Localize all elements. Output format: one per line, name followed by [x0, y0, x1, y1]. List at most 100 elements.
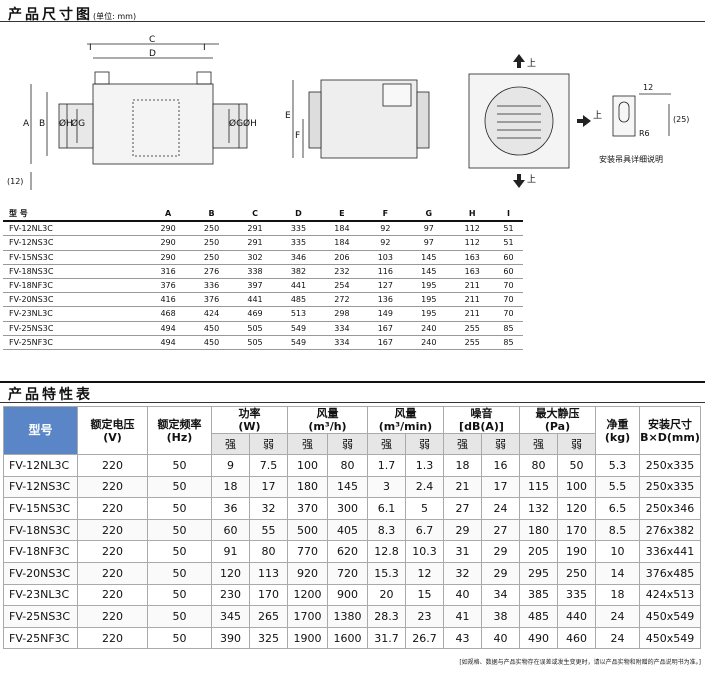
- spec-value-cell: 18: [595, 583, 640, 607]
- dim-value-cell: 272: [320, 292, 364, 308]
- spec-model-cell: FV-12NS3C: [3, 475, 78, 499]
- dim-value-cell: 549: [276, 335, 321, 350]
- dim-value-cell: 290: [146, 235, 190, 251]
- dim-value-cell: 240: [407, 335, 451, 350]
- dim-value-cell: 92: [363, 221, 408, 237]
- dim-value-cell: 211: [450, 306, 494, 322]
- spec-value-cell: 1600: [327, 626, 368, 650]
- spec-value-cell: 50: [147, 540, 212, 563]
- spec-value-cell: 14: [595, 561, 640, 585]
- spec-value-cell: 376x485: [639, 561, 701, 585]
- front-right-duct: [212, 103, 248, 149]
- dim-value-cell: 195: [407, 292, 451, 308]
- dim-value-cell: 450: [189, 321, 234, 336]
- spec-header-airflow-m3h: 风量(m³/h): [287, 406, 368, 434]
- label-r6: R6: [639, 129, 650, 138]
- spec-value-cell: 50: [557, 454, 596, 477]
- unit-note: (单位: mm): [93, 12, 137, 21]
- spec-value-cell: 29: [443, 518, 482, 542]
- spec-value-cell: 220: [77, 454, 148, 477]
- dim-value-cell: 51: [494, 221, 523, 237]
- section1-rule: [0, 21, 705, 22]
- dim-header-cell: H: [450, 207, 494, 223]
- hanger-slot: [618, 101, 630, 123]
- section2-rule-bottom: [0, 402, 705, 403]
- label-i-right: I: [203, 43, 206, 53]
- spec-value-cell: 100: [287, 454, 328, 477]
- dim-header-cell: D: [276, 207, 321, 223]
- spec-subheader-weak: 弱: [249, 433, 288, 455]
- dim-value-cell: 276: [189, 264, 234, 279]
- spec-value-cell: 7.5: [249, 454, 288, 477]
- end-view-outlet: [484, 86, 554, 156]
- dim-header-cell: G: [407, 207, 451, 223]
- spec-value-cell: 170: [557, 518, 596, 542]
- spec-value-cell: 230: [211, 583, 250, 607]
- spec-value-cell: 23: [405, 605, 444, 628]
- dim-value-cell: 254: [320, 278, 364, 294]
- dim-header-cell: F: [363, 207, 408, 223]
- dim-value-cell: 184: [320, 221, 364, 237]
- spec-value-cell: 370: [287, 497, 328, 520]
- spec-value-cell: 6.7: [405, 518, 444, 542]
- front-left-duct: [58, 103, 94, 149]
- dim-value-cell: 416: [146, 292, 190, 308]
- spec-value-cell: 485: [519, 605, 558, 628]
- spec-value-cell: 620: [327, 540, 368, 563]
- label-twentyfive: (25): [673, 115, 689, 124]
- spec-value-cell: 265: [249, 605, 288, 628]
- spec-value-cell: 12: [405, 561, 444, 585]
- spec-model-cell: FV-15NS3C: [3, 497, 78, 520]
- dim-value-cell: 112: [450, 221, 494, 237]
- spec-subheader-weak: 弱: [557, 433, 596, 455]
- spec-model-cell: FV-20NS3C: [3, 561, 78, 585]
- dim-header-cell: I: [494, 207, 523, 223]
- dim-value-cell: 424: [189, 306, 234, 322]
- spec-subheader-strong: 强: [367, 433, 406, 455]
- spec-value-cell: 41: [443, 605, 482, 628]
- spec-value-cell: 80: [519, 454, 558, 477]
- dim-value-cell: 505: [233, 335, 277, 350]
- spec-value-cell: 720: [327, 561, 368, 585]
- spec-subheader-strong: 强: [443, 433, 482, 455]
- spec-value-cell: 9: [211, 454, 250, 477]
- dim-value-cell: 51: [494, 235, 523, 251]
- spec-value-cell: 180: [519, 518, 558, 542]
- spec-value-cell: 55: [249, 518, 288, 542]
- spec-value-cell: 27: [481, 518, 520, 542]
- dim-value-cell: 232: [320, 264, 364, 279]
- dim-value-cell: 450: [189, 335, 234, 350]
- dim-model-cell: FV-12NS3C: [3, 235, 147, 251]
- dim-value-cell: 97: [407, 221, 451, 237]
- spec-value-cell: 17: [249, 475, 288, 499]
- spec-value-cell: 15.3: [367, 561, 406, 585]
- dim-header-cell: 型 号: [3, 207, 147, 223]
- spec-header-pressure: 最大静压(Pa): [519, 406, 596, 434]
- dim-value-cell: 167: [363, 335, 408, 350]
- spec-table: 型号 额定电压(V) 额定频率(Hz) 功率(W) 风量(m³/h) 风量(m³…: [3, 406, 701, 650]
- side-right-collar: [416, 91, 430, 149]
- dim-value-cell: 302: [233, 250, 277, 265]
- spec-value-cell: 300: [327, 497, 368, 520]
- dim-value-cell: 441: [276, 278, 321, 294]
- dim-value-cell: 334: [320, 335, 364, 350]
- spec-value-cell: 220: [77, 626, 148, 650]
- spec-value-cell: 250: [557, 561, 596, 585]
- spec-value-cell: 113: [249, 561, 288, 585]
- spec-value-cell: 26.7: [405, 626, 444, 650]
- spec-model-cell: FV-23NL3C: [3, 583, 78, 607]
- dim-model-cell: FV-20NS3C: [3, 292, 147, 308]
- dim-value-cell: 376: [189, 292, 234, 308]
- spec-value-cell: 132: [519, 497, 558, 520]
- spec-subheader-weak: 弱: [327, 433, 368, 455]
- dim-value-cell: 145: [407, 250, 451, 265]
- spec-header-voltage: 额定电压(V): [77, 406, 148, 455]
- spec-value-cell: 18: [211, 475, 250, 499]
